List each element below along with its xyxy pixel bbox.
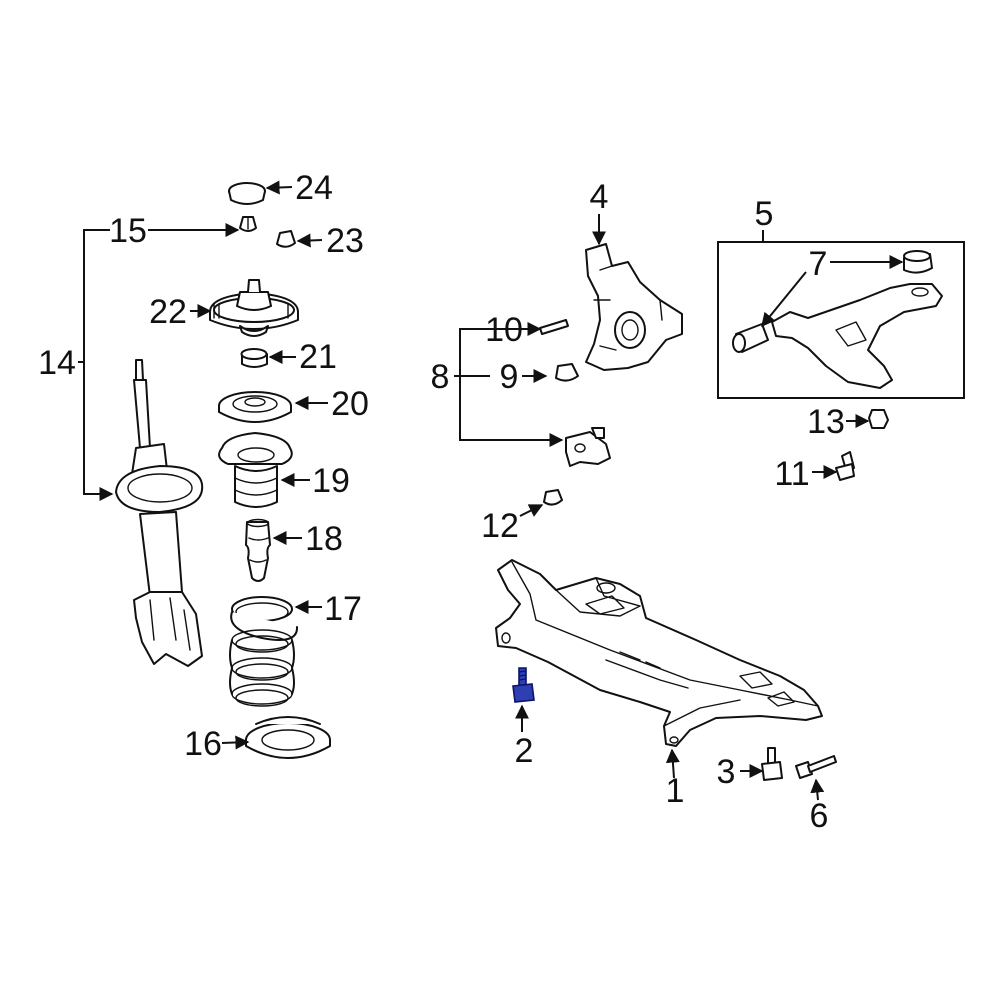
callout-8: 8 bbox=[431, 358, 450, 396]
part-3-bolt bbox=[761, 747, 783, 781]
callout-15: 15 bbox=[109, 212, 147, 250]
callout-18: 18 bbox=[305, 520, 343, 558]
part-9-nut bbox=[555, 363, 579, 382]
callout-7: 7 bbox=[809, 245, 828, 283]
part-19-insulator bbox=[218, 432, 293, 508]
part-8-ball-joint bbox=[565, 427, 611, 467]
callout-6: 6 bbox=[810, 797, 829, 835]
part-17-coil-spring bbox=[229, 596, 299, 707]
part-20-spring-seat bbox=[218, 391, 292, 423]
part-10-cotter-pin bbox=[539, 319, 569, 335]
callout-19: 19 bbox=[312, 462, 350, 500]
callout-1: 1 bbox=[666, 772, 685, 810]
callout-10: 10 bbox=[485, 311, 523, 349]
part-24-strut-cap bbox=[228, 182, 266, 205]
part-15-nut bbox=[239, 216, 257, 232]
callout-labels: 1 2 3 4 5 6 7 8 9 10 11 12 13 14 15 16 1… bbox=[38, 169, 845, 835]
callout-20: 20 bbox=[331, 385, 369, 423]
callout-2: 2 bbox=[515, 732, 534, 770]
part-16-lower-insulator bbox=[245, 716, 331, 759]
part-12-nut bbox=[543, 489, 563, 506]
part-11-bolt bbox=[835, 451, 855, 481]
part-18-bump-stop bbox=[245, 518, 271, 582]
callout-16: 16 bbox=[184, 725, 222, 763]
callout-14: 14 bbox=[38, 344, 76, 382]
part-23-nut bbox=[276, 230, 296, 248]
part-22-upper-mount bbox=[209, 279, 299, 337]
callout-22: 22 bbox=[149, 293, 187, 331]
callout-9: 9 bbox=[500, 358, 519, 396]
part-6-long-bolt bbox=[795, 755, 837, 779]
callout-5: 5 bbox=[755, 195, 774, 233]
part-13-nut bbox=[868, 409, 889, 429]
part-7-bushings bbox=[732, 250, 933, 353]
part-5-control-arm-box bbox=[717, 241, 965, 399]
callout-3: 3 bbox=[717, 753, 736, 791]
callout-11: 11 bbox=[774, 455, 809, 493]
part-21-bushing bbox=[240, 348, 268, 368]
part-4-knuckle bbox=[585, 243, 683, 371]
callout-17: 17 bbox=[324, 590, 362, 628]
part-2-bolt-highlighted[interactable] bbox=[512, 667, 535, 703]
callout-21: 21 bbox=[299, 338, 337, 376]
part-control-arm bbox=[771, 283, 943, 389]
callout-4: 4 bbox=[590, 178, 609, 216]
callout-12: 12 bbox=[481, 507, 519, 545]
callout-24: 24 bbox=[295, 169, 333, 207]
leader-lines bbox=[78, 180, 904, 801]
part-14-strut bbox=[115, 359, 204, 667]
callout-13: 13 bbox=[807, 403, 845, 441]
part-1-crossmember bbox=[495, 559, 823, 747]
callout-23: 23 bbox=[326, 222, 364, 260]
